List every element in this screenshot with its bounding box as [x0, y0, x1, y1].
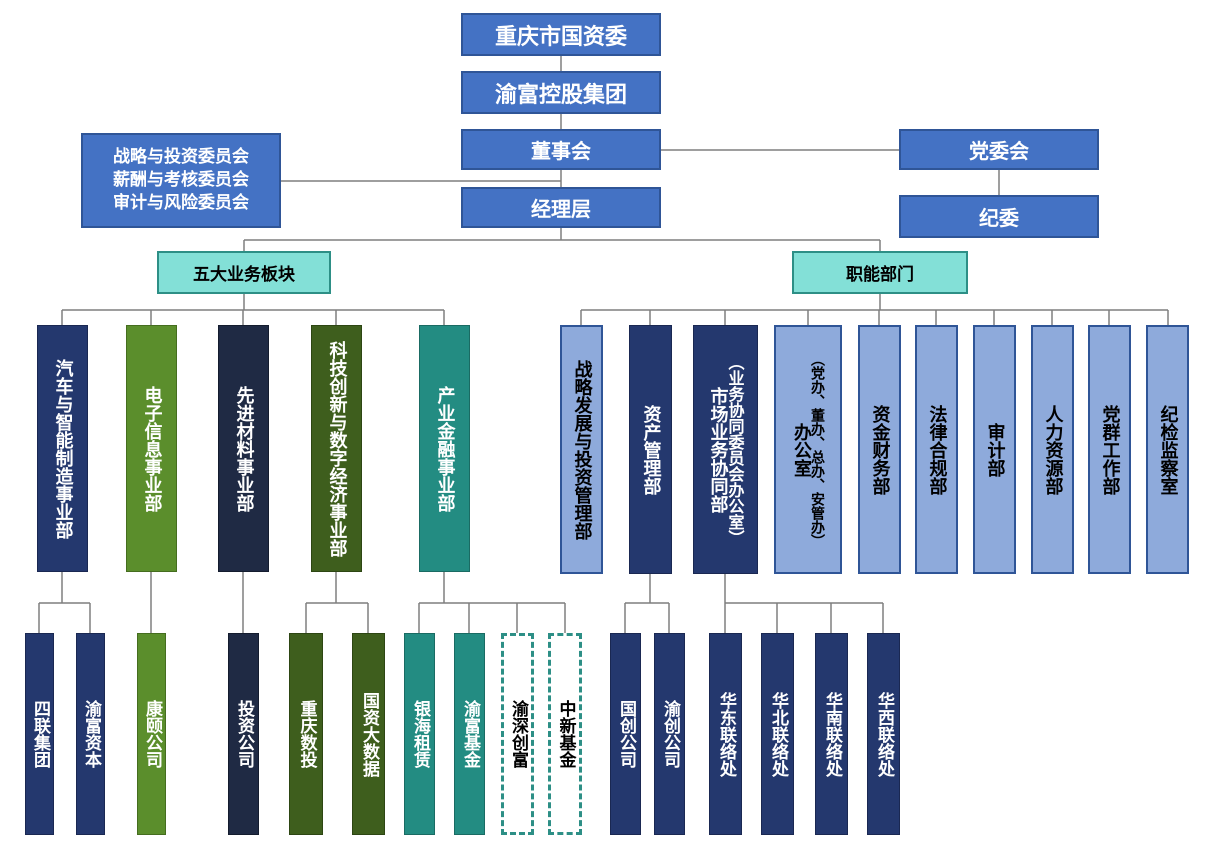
- node-huabei-office: 华北联络处: [761, 633, 794, 835]
- node-tech-division: 科技创新与数字经济事业部: [311, 325, 362, 572]
- node-electronics-division: 电子信息事业部: [126, 325, 177, 572]
- node-invest-company: 投资公司: [228, 633, 259, 835]
- node-yufu-holding: 渝富控股集团: [461, 71, 661, 114]
- node-silian-group: 四联集团: [25, 633, 54, 835]
- node-yufu-fund: 渝富基金: [454, 633, 485, 835]
- market-dept-name: 市场业务协同部: [707, 386, 729, 513]
- node-yufu-capital: 渝富资本: [76, 633, 105, 835]
- node-office: （党办、董办、总办、安管办） 办公室: [774, 325, 842, 574]
- node-yinhai-leasing: 银海租赁: [404, 633, 435, 835]
- node-asset-dept: 资产管理部: [629, 325, 672, 574]
- node-supervision-dept: 纪检监察室: [1146, 325, 1189, 574]
- node-party-work-dept: 党群工作部: [1088, 325, 1131, 574]
- node-board: 董事会: [461, 129, 661, 170]
- node-huaxi-office: 华西联络处: [867, 633, 900, 835]
- node-strategy-dept: 战略发展与投资管理部: [560, 325, 603, 574]
- node-zhongxin-fund: 中新基金: [548, 633, 582, 835]
- node-finance-division: 产业金融事业部: [419, 325, 470, 572]
- node-audit-dept: 审计部: [973, 325, 1016, 574]
- node-business-segments: 五大业务板块: [157, 251, 331, 294]
- market-dept-note: （业务协同委员会办公室）: [725, 353, 745, 546]
- node-yushen-chuangfu: 渝深创富: [501, 633, 534, 835]
- node-market-dept: （业务协同委员会办公室） 市场业务协同部: [693, 325, 758, 574]
- committee-compensation: 薪酬与考核委员会: [113, 170, 249, 191]
- node-hr-dept: 人力资源部: [1031, 325, 1074, 574]
- committee-strategy: 战略与投资委员会: [113, 147, 249, 168]
- node-huanan-office: 华南联络处: [815, 633, 848, 835]
- node-guoziwei: 重庆市国资委: [461, 13, 661, 56]
- node-discipline-committee: 纪委: [899, 195, 1099, 238]
- node-huadong-office: 华东联络处: [709, 633, 742, 835]
- node-guozi-bigdata: 国资大数据: [352, 633, 385, 835]
- node-board-committees: 战略与投资委员会 薪酬与考核委员会 审计与风险委员会: [81, 133, 281, 228]
- node-guochuang: 国创公司: [610, 633, 641, 835]
- node-kangyi: 康颐公司: [137, 633, 166, 835]
- office-name: 办公室: [791, 422, 812, 477]
- node-party-committee: 党委会: [899, 129, 1099, 170]
- node-legal-dept: 法律合规部: [915, 325, 958, 574]
- node-cq-digital-invest: 重庆数投: [289, 633, 323, 835]
- node-management: 经理层: [461, 187, 661, 228]
- node-materials-division: 先进材料事业部: [218, 325, 269, 572]
- node-functional-depts: 职能部门: [792, 251, 968, 294]
- node-yuchuang: 渝创公司: [654, 633, 685, 835]
- office-note: （党办、董办、总办、安管办）: [809, 351, 825, 548]
- committee-audit: 审计与风险委员会: [113, 192, 249, 213]
- node-auto-division: 汽车与智能制造事业部: [37, 325, 88, 572]
- node-fund-finance-dept: 资金财务部: [858, 325, 901, 574]
